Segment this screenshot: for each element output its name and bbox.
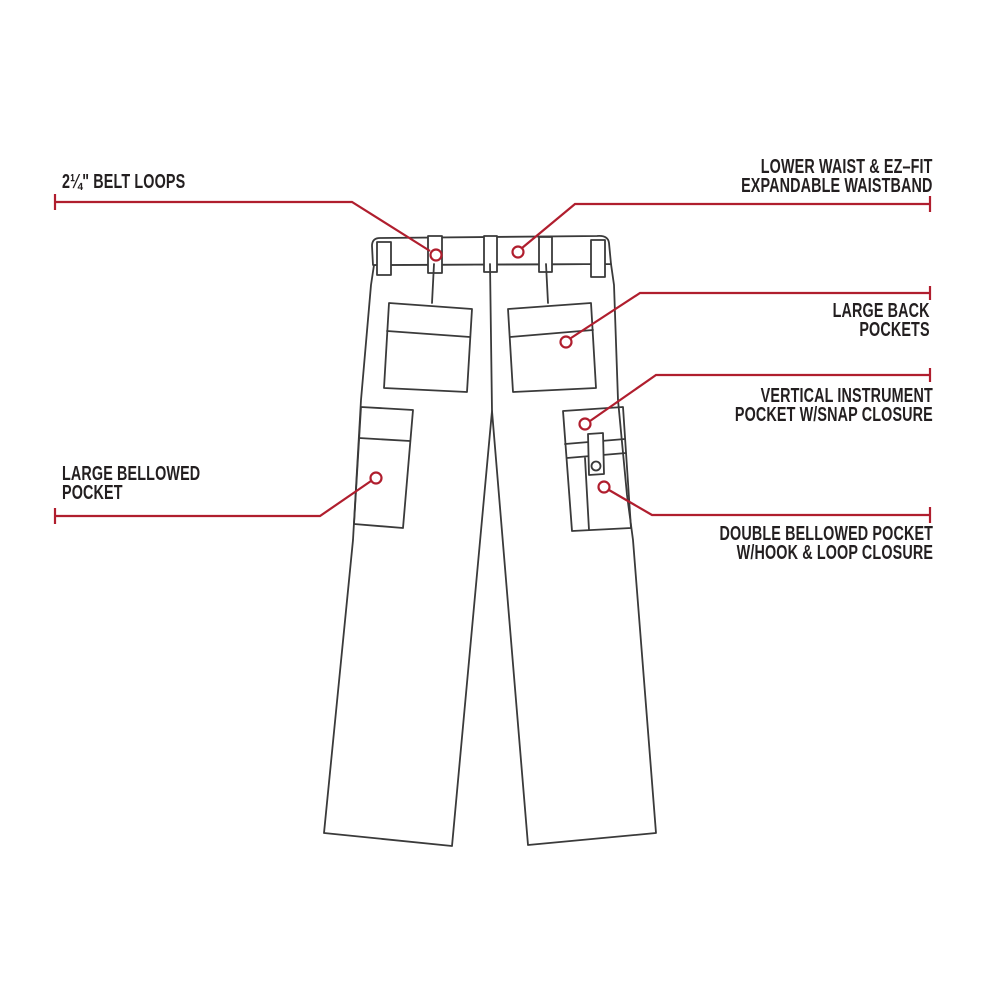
callout-waistband-leader	[511, 196, 932, 259]
leader-line	[570, 291, 930, 339]
back-pocket-right-flap-line	[509, 329, 594, 338]
back-pocket-left-flap-line	[386, 330, 471, 338]
leader-line	[521, 202, 930, 249]
center-back-seam	[489, 263, 493, 412]
callout-label-bellowed-pocket: LARGE BELLOWED POCKET	[62, 462, 201, 504]
callout-text-line: EXPANDABLE WAISTBAND	[741, 174, 933, 197]
bellowed-pocket-flap-line	[358, 437, 411, 442]
leader-line	[589, 373, 930, 422]
double-bellowed-outline	[562, 406, 632, 532]
double-bellowed-pocket-right	[562, 406, 632, 532]
callout-double-bellowed-leader	[597, 480, 932, 523]
leader-line	[608, 489, 930, 517]
callout-bellowed-pocket-leader	[53, 471, 383, 524]
back-pocket-right	[507, 302, 597, 393]
instrument-strap	[587, 432, 605, 476]
back-pocket-right-outline	[507, 302, 597, 393]
callout-back-pockets-leader	[559, 286, 932, 349]
belt-loop	[538, 236, 553, 273]
back-pocket-left	[383, 302, 473, 393]
callout-belt-loops-leader	[53, 194, 443, 262]
belt-loop	[590, 239, 606, 278]
bellowed-pocket-outline	[353, 406, 414, 529]
pants-silhouette	[323, 263, 657, 847]
callout-marker-double-bellowed	[597, 480, 611, 494]
bellowed-pocket-left	[353, 406, 414, 529]
callout-instrument-pocket-leader	[578, 368, 932, 431]
callout-label-belt-loops: 2¼" BELT LOOPS	[62, 170, 186, 193]
snap-circle	[590, 460, 602, 472]
back-pocket-left-outline	[383, 302, 473, 393]
callout-label-back-pockets: LARGE BACK POCKETS	[832, 299, 930, 341]
callout-text-line: LARGE BACK	[832, 299, 930, 322]
callout-marker-belt-loops	[429, 248, 443, 262]
callout-marker-bellowed-pocket	[369, 471, 383, 485]
callout-label-instrument-pocket: VERTICAL INSTRUMENT POCKET W/SNAP CLOSUR…	[734, 384, 933, 426]
callout-marker-waistband	[511, 245, 525, 259]
callout-marker-back-pockets	[559, 335, 573, 349]
callout-text-line: DOUBLE BELLOWED POCKET	[719, 522, 933, 545]
callout-text-line: VERTICAL INSTRUMENT	[760, 384, 933, 407]
callout-text-line: POCKET	[62, 481, 123, 504]
callout-text-line: POCKETS	[859, 318, 930, 341]
callout-text-line: POCKET W/SNAP CLOSURE	[734, 403, 933, 426]
callout-label-double-bellowed-pocket: DOUBLE BELLOWED POCKET W/HOOK & LOOP CLO…	[719, 522, 933, 564]
leader-line	[55, 480, 372, 518]
callout-text-line: W/HOOK & LOOP CLOSURE	[736, 541, 933, 564]
belt-loop	[376, 241, 392, 276]
double-bellowed-divider-line	[584, 457, 590, 531]
callout-text-line: LARGE BELLOWED	[62, 462, 201, 485]
leader-line	[55, 200, 431, 252]
callout-marker-instrument-pocket	[578, 417, 592, 431]
callout-label-waistband: LOWER WAIST & EZ–FIT EXPANDABLE WAISTBAN…	[741, 155, 933, 197]
callout-text-line: LOWER WAIST & EZ–FIT	[761, 155, 933, 178]
left-dart-seam	[431, 263, 435, 304]
callout-text-line: 2¼" BELT LOOPS	[62, 170, 186, 193]
right-dart-seam	[545, 263, 549, 304]
